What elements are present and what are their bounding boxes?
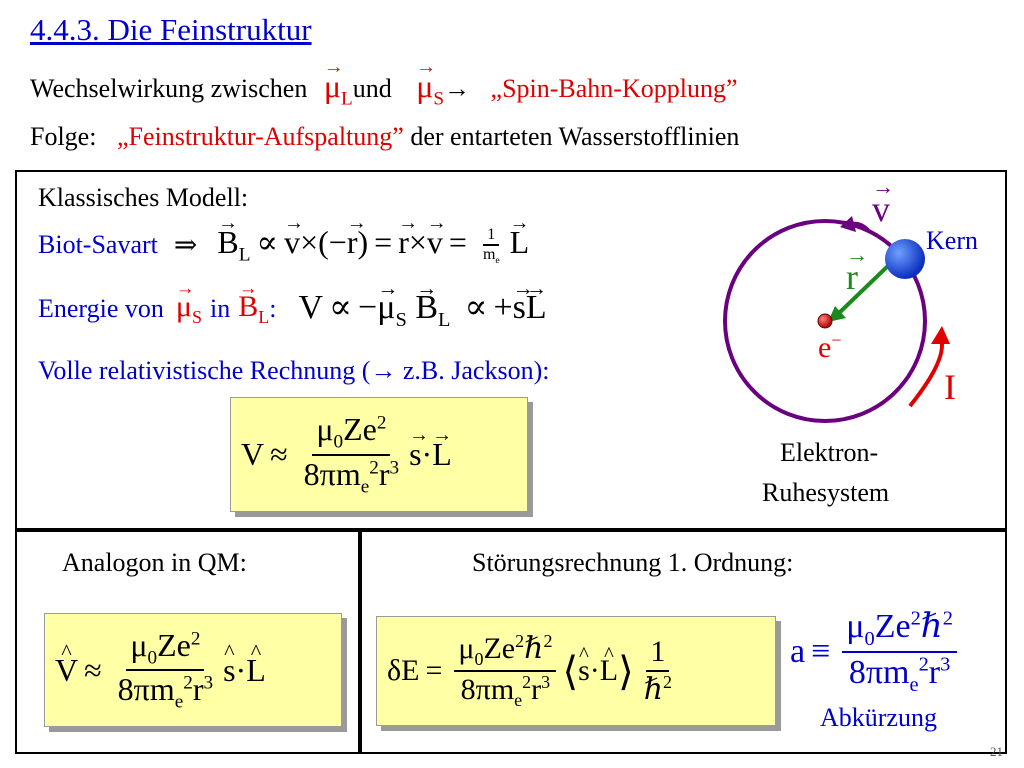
arrow-symbol: →: [444, 74, 471, 103]
current-arrowhead: [931, 326, 950, 344]
mu-s-energy: μS: [176, 278, 202, 328]
velocity-label: v: [872, 174, 890, 230]
qm-operator-formula: V≈μ0Ze28πme2r3s·L: [55, 614, 266, 726]
spin-orbit-potential-box: V≈μ0Ze28πme2r3s·L: [230, 397, 528, 512]
biot-savart-row: Biot-Savart ⇒ BL∝v×(−r)=r×v=1meL: [38, 212, 529, 266]
electron-dot: [817, 313, 833, 329]
energy-row: Energie von μS in BL: V∝−μS BL∝+sL: [38, 276, 547, 332]
energy-formula: V∝−μS BL∝+sL: [298, 276, 546, 332]
feinstruktur-quote: „Feinstruktur-Aufspaltung”: [116, 122, 404, 151]
folge-label: Folge:: [30, 122, 97, 151]
energy-label: Energie von: [38, 294, 164, 323]
mu-l-symbol: μL: [324, 56, 353, 110]
header-line-interaction: Wechselwirkung zwischen μLund μS→ „Spin-…: [30, 56, 738, 110]
energy-in: in: [209, 294, 231, 323]
qm-operator-box: V≈μ0Ze28πme2r3s·L: [44, 613, 342, 727]
abkuerzung-label: Abkürzung: [820, 703, 937, 732]
spin-orbit-formula: V≈μ0Ze28πme2r3s·L: [241, 398, 452, 511]
kern-label: Kern: [926, 226, 978, 255]
mu-s-symbol: μS: [416, 56, 444, 110]
und-text: und: [352, 74, 392, 103]
spin-bahn-quote: „Spin-Bahn-Kopplung”: [490, 74, 738, 103]
qm-analogon-frame: [15, 528, 362, 754]
page-number: 21: [990, 744, 1003, 759]
relativistic-note: Volle relativistische Rechnung (→ z.B. J…: [38, 356, 550, 385]
implies-symbol: ⇒: [173, 230, 198, 261]
electron-label: e−: [818, 330, 842, 364]
biot-savart-formula: BL∝v×(−r)=r×v=1meL: [217, 212, 529, 266]
current-arrow: [908, 335, 944, 408]
folge-suffix: der entarteten Wasserstofflinien: [410, 122, 740, 151]
biot-savart-label: Biot-Savart: [38, 230, 158, 259]
classic-heading: Klassisches Modell:: [38, 183, 249, 212]
radius-label: r: [846, 242, 858, 298]
nucleus-ball: [885, 239, 925, 279]
orbit-circle: [723, 219, 927, 423]
perturbation-frame: [358, 528, 1007, 754]
velocity-arrowhead: [840, 216, 856, 232]
orbit-diagram: [723, 216, 950, 423]
page-title: 4.4.3. Die Feinstruktur: [30, 12, 312, 47]
caption-line1: Elektron-: [780, 438, 879, 467]
interaction-prefix: Wechselwirkung zwischen: [30, 74, 308, 103]
b-l-energy: BL: [238, 278, 269, 328]
caption-line2: Ruhesystem: [762, 478, 890, 507]
energy-colon: :: [269, 294, 277, 323]
current-label: I: [944, 367, 956, 407]
header-line-consequence: Folge: „Feinstruktur-Aufspaltung” der en…: [30, 122, 739, 152]
radius-arrow: [836, 262, 892, 316]
radius-arrowhead: [828, 306, 846, 322]
classic-model-frame: [15, 170, 1007, 532]
stoerung-heading: Störungsrechnung 1. Ordnung:: [472, 548, 794, 577]
analogon-heading: Analogon in QM:: [62, 548, 247, 577]
